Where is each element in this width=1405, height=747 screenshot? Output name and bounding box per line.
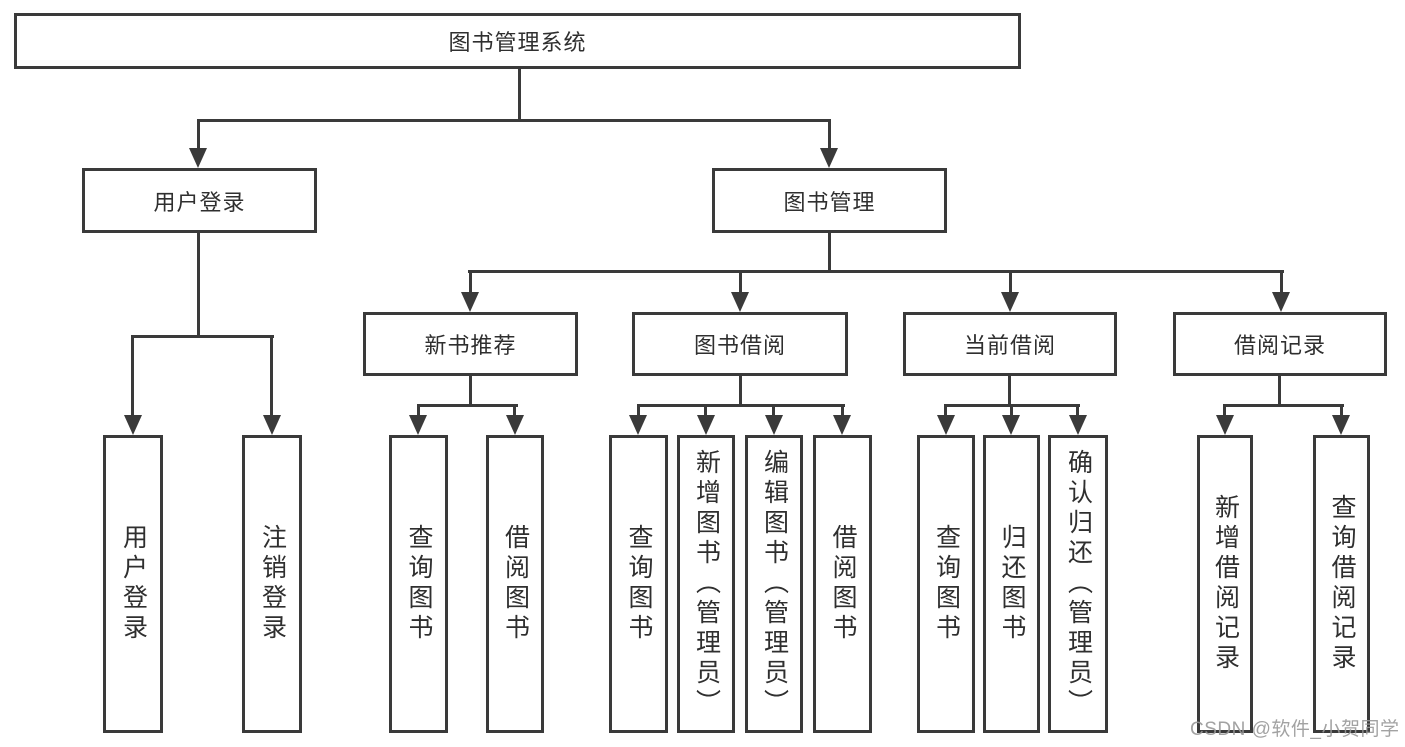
- connector-line: [1223, 406, 1226, 416]
- connector-line: [513, 406, 516, 416]
- leaf-return-books: 归还图书: [983, 435, 1040, 733]
- connector-line: [1223, 404, 1344, 407]
- connector-line: [469, 376, 472, 406]
- arrowhead-down-icon: [937, 415, 955, 435]
- node-borrowing-records: 借阅记录: [1173, 312, 1387, 376]
- connector-line: [417, 404, 518, 407]
- arrowhead-down-icon: [506, 415, 524, 435]
- leaf-add-borrow-record: 新增借阅记录: [1197, 435, 1253, 733]
- arrowhead-down-icon: [1332, 415, 1350, 435]
- connector-line: [131, 337, 134, 417]
- connector-line: [944, 404, 1080, 407]
- leaf-edit-books-admin: 编辑图书（管理员）: [745, 435, 803, 733]
- connector-line: [197, 120, 200, 150]
- arrowhead-down-icon: [461, 292, 479, 312]
- connector-line: [1009, 272, 1012, 294]
- leaf-query-books-recommend: 查询图书: [389, 435, 448, 733]
- arrowhead-down-icon: [1002, 415, 1020, 435]
- connector-line: [841, 406, 844, 416]
- node-book-management: 图书管理: [712, 168, 947, 233]
- arrowhead-down-icon: [409, 415, 427, 435]
- connector-line: [197, 233, 200, 337]
- connector-line: [468, 270, 1284, 273]
- leaf-add-books-admin: 新增图书（管理员）: [677, 435, 735, 733]
- connector-line: [518, 69, 521, 120]
- node-new-book-recommend: 新书推荐: [363, 312, 578, 376]
- arrowhead-down-icon: [1272, 292, 1290, 312]
- leaf-borrow-books-borrowing: 借阅图书: [813, 435, 872, 733]
- arrowhead-down-icon: [1001, 292, 1019, 312]
- arrowhead-down-icon: [124, 415, 142, 435]
- leaf-query-borrow-record: 查询借阅记录: [1313, 435, 1370, 733]
- connector-line: [944, 406, 947, 416]
- leaf-query-books-current: 查询图书: [917, 435, 975, 733]
- connector-line: [739, 272, 742, 294]
- leaf-confirm-return-admin: 确认归还（管理员）: [1048, 435, 1108, 733]
- leaf-logout: 注销登录: [242, 435, 302, 733]
- arrowhead-down-icon: [263, 415, 281, 435]
- leaf-user-login: 用户登录: [103, 435, 163, 733]
- connector-line: [828, 233, 831, 272]
- connector-line: [270, 337, 273, 417]
- arrowhead-down-icon: [697, 415, 715, 435]
- node-user-login: 用户登录: [82, 168, 317, 233]
- connector-line: [1278, 376, 1281, 406]
- connector-line: [772, 406, 775, 416]
- connector-line: [1280, 272, 1283, 294]
- connector-line: [828, 120, 831, 150]
- connector-line: [704, 406, 707, 416]
- arrowhead-down-icon: [189, 148, 207, 168]
- arrowhead-down-icon: [820, 148, 838, 168]
- connector-line: [637, 404, 845, 407]
- node-library-management-system: 图书管理系统: [14, 13, 1021, 69]
- leaf-borrow-books-recommend: 借阅图书: [486, 435, 544, 733]
- leaf-query-books-borrowing: 查询图书: [609, 435, 668, 733]
- arrowhead-down-icon: [629, 415, 647, 435]
- connector-line: [131, 335, 274, 338]
- connector-line: [1340, 406, 1343, 416]
- node-current-borrowing: 当前借阅: [903, 312, 1117, 376]
- connector-line: [739, 376, 742, 406]
- connector-line: [637, 406, 640, 416]
- arrowhead-down-icon: [1216, 415, 1234, 435]
- arrowhead-down-icon: [1069, 415, 1087, 435]
- connector-line: [1008, 376, 1011, 406]
- csdn-watermark: CSDN @软件_小贺同学: [1190, 719, 1400, 740]
- connector-line: [417, 406, 420, 416]
- node-book-borrowing: 图书借阅: [632, 312, 848, 376]
- connector-line: [469, 272, 472, 294]
- connector-line: [1010, 406, 1013, 416]
- arrowhead-down-icon: [833, 415, 851, 435]
- connector-line: [1076, 406, 1079, 416]
- arrowhead-down-icon: [731, 292, 749, 312]
- arrowhead-down-icon: [765, 415, 783, 435]
- connector-line: [197, 119, 831, 122]
